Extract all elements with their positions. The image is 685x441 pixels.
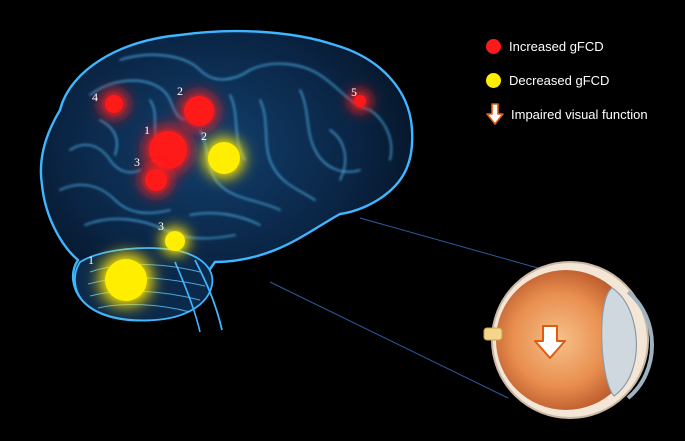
down-arrow-icon <box>486 103 504 125</box>
label-yellow-2: 2 <box>201 129 207 143</box>
decreased-regions <box>92 132 250 314</box>
connector-line-top <box>359 217 546 271</box>
yellow-region-1-core <box>105 259 147 301</box>
label-red-5: 5 <box>351 85 357 99</box>
label-yellow-1: 1 <box>88 253 94 267</box>
impaired-vision-arrow <box>534 325 566 359</box>
red-dot-icon <box>486 38 501 54</box>
label-red-2: 2 <box>177 84 183 98</box>
label-red-4: 4 <box>92 90 98 104</box>
legend-increased-label: Increased gFCD <box>509 38 604 54</box>
yellow-region-3-core <box>165 231 185 251</box>
label-red-3: 3 <box>134 155 140 169</box>
legend-decreased: Decreased gFCD <box>486 70 681 90</box>
connector-line-bottom <box>269 281 509 399</box>
red-region-2-core <box>184 96 214 126</box>
red-region-3-core <box>145 169 167 191</box>
red-region-5-core <box>354 95 366 107</box>
label-yellow-3: 3 <box>158 219 164 233</box>
yellow-region-2-core <box>208 142 240 174</box>
legend: Increased gFCD Decreased gFCD Impaired v… <box>486 36 681 138</box>
eye <box>483 261 654 419</box>
region-labels: 1 2 3 4 5 1 2 3 <box>88 84 357 267</box>
label-red-1: 1 <box>144 123 150 137</box>
legend-impaired: Impaired visual function <box>486 103 681 125</box>
optic-nerve <box>483 327 503 341</box>
legend-impaired-label: Impaired visual function <box>511 106 648 122</box>
red-region-1-core <box>149 131 187 169</box>
legend-decreased-label: Decreased gFCD <box>509 72 610 88</box>
yellow-dot-icon <box>486 72 501 88</box>
legend-increased: Increased gFCD <box>486 36 681 56</box>
increased-regions <box>96 86 374 200</box>
red-region-4-core <box>105 95 123 113</box>
